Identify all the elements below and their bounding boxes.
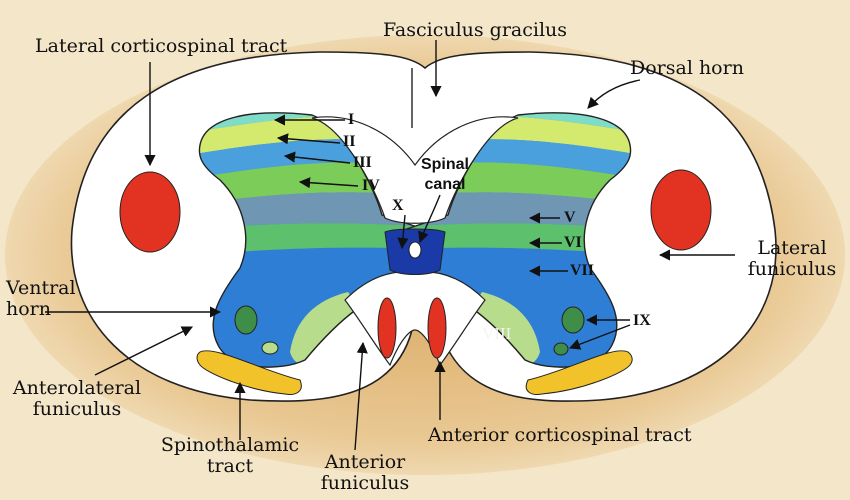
label-anterior-funiculus-line1: Anterior [324,451,406,473]
label-anterior-funiculus: Anterior funiculus [310,452,420,494]
label-anterior-funiculus-line2: funiculus [320,472,410,494]
label-spinal-canal: Spinal canal [410,155,480,195]
dorsal-gap [311,116,519,224]
label-lateral-funiculus: Lateral funiculus [742,238,842,280]
lamina-label-ix: IX [633,312,651,329]
left-horn-outline [198,112,433,368]
label-fasciculus-gracilus: Fasciculus gracilus [383,19,568,41]
label-spinal-canal-line2: canal [424,176,466,193]
label-dorsal-horn: Dorsal horn [630,57,744,79]
lamina-label-x: X [392,197,404,214]
leader-arrows [45,40,735,451]
label-spinothalamic-tract-line2: tract [206,455,254,477]
right-anterior-corticospinal-tract [427,297,447,359]
lamina-label-viii: VIII [482,324,512,343]
right-spinothalamic-tract [525,350,633,395]
lamina-label-i: I [348,111,355,128]
left-spinothalamic-tract [196,350,302,395]
lamina-label-vi: VI [564,234,582,251]
label-anterolateral-funiculus-line2: funiculus [32,398,122,420]
lamina-label-iv: IV [362,177,380,194]
lamina-label-ii: II [343,133,356,150]
label-ventral-horn-line2: horn [6,298,51,320]
lamina-label-v: V [564,209,576,226]
lamina-label-iii: III [353,154,372,171]
label-spinothalamic-tract-line1: Spinothalamic [160,434,300,456]
label-anterolateral-funiculus-line1: Anterolateral [12,377,142,399]
right-lamina-ix-large [561,306,585,334]
left-anterior-corticospinal-tract [377,297,397,359]
spinal-canal [408,241,422,259]
left-lamina-ix-small [261,341,279,355]
left-lamina-ix-large [234,305,258,335]
left-lateral-corticospinal-tract [119,171,181,253]
label-anterior-corticospinal-tract: Anterior corticospinal tract [428,424,692,446]
right-lamina-ix-small [553,342,569,356]
label-ventral-horn-line1: Ventral [6,277,76,299]
label-lateral-corticospinal-tract: Lateral corticospinal tract [35,35,288,57]
lamina-label-vii: VII [570,262,595,279]
label-anterolateral-funiculus: Anterolateral funiculus [2,378,152,420]
label-lateral-funiculus-line2: funiculus [747,258,837,280]
label-lateral-funiculus-line1: Lateral [757,237,827,259]
label-spinothalamic-tract: Spinothalamic tract [150,435,310,477]
label-spinal-canal-line1: Spinal [420,156,469,173]
right-horn-outline [397,112,632,368]
right-lateral-corticospinal-tract [650,169,712,251]
label-ventral-horn: Ventral horn [6,278,76,320]
